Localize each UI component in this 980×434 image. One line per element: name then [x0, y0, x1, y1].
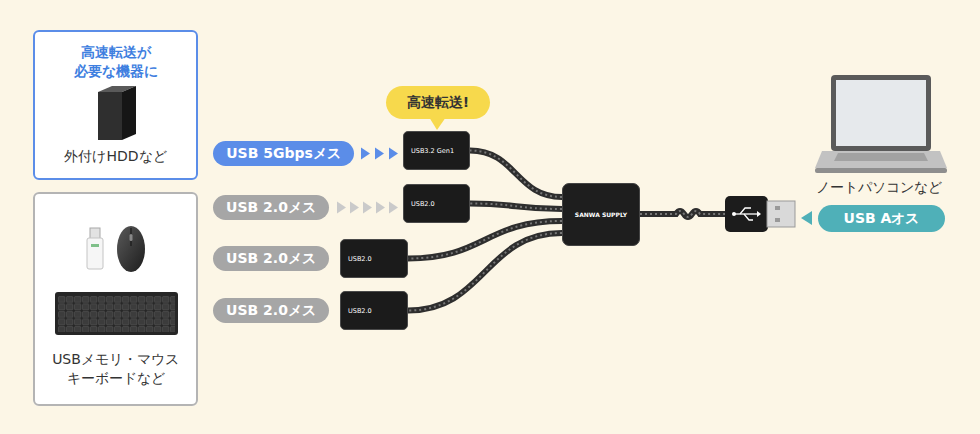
mouse-split — [131, 228, 132, 246]
node-text: USB 2.0メス — [226, 302, 316, 320]
usb-a-plug — [725, 196, 795, 232]
mouse-icon — [117, 226, 145, 272]
device-label: ノートパソコンなど — [812, 179, 945, 197]
arrow-triangle — [389, 202, 398, 214]
laptop-display — [836, 80, 926, 146]
plug-metal — [767, 201, 795, 227]
connector-head: USB2.0 — [403, 184, 470, 223]
node-text: 高速転送! — [407, 94, 469, 112]
connector-head: USB3.2 Gen1 — [403, 131, 470, 170]
laptop-base — [815, 151, 947, 168]
cable — [408, 233, 562, 311]
laptop-lip — [815, 168, 947, 173]
hub-body: SANWA SUPPLY — [562, 183, 640, 246]
cable-braid — [408, 221, 562, 259]
flow-arrows — [337, 202, 398, 214]
plug-body — [725, 196, 768, 232]
arrow-triangle — [337, 202, 346, 214]
cable — [470, 204, 562, 210]
node-text: SANWA SUPPLY — [575, 211, 627, 218]
usb-symbol-line — [735, 213, 757, 214]
arrow-triangle — [363, 202, 372, 214]
laptop-screen-frame — [831, 75, 931, 151]
plug-hole — [775, 218, 780, 222]
box-fill — [33, 30, 198, 180]
device-group-box: 高速転送が 必要な機器に外付けHDDなど — [33, 30, 198, 180]
hdd-side — [122, 86, 136, 140]
pointer-arrow — [801, 211, 812, 225]
cable-braid — [408, 233, 562, 311]
usb-symbol-branch — [744, 214, 753, 220]
usb-symbol-head — [757, 211, 761, 217]
keyboard-keys — [58, 296, 175, 332]
cable-wire — [470, 151, 562, 198]
port-pill: USB 2.0メス — [213, 246, 329, 271]
node-text: USB 5Gbpsメス — [226, 145, 341, 163]
group-caption: USBメモリ・マウス キーボードなど — [41, 350, 191, 388]
mouse-wheel — [130, 234, 133, 241]
device-group-box: USBメモリ・マウス キーボードなど — [33, 192, 198, 406]
port-pill: USB 2.0メス — [213, 195, 329, 220]
mouse-body — [117, 226, 145, 272]
node-text: USB2.0 — [348, 307, 372, 315]
cable — [640, 211, 726, 217]
keyboard-body — [55, 292, 178, 335]
cable-braid — [640, 211, 726, 217]
node-text: USB 2.0メス — [226, 250, 316, 268]
cable — [408, 221, 562, 259]
node-text: USB3.2 Gen1 — [411, 147, 454, 155]
box-fill — [33, 192, 198, 406]
usb-memory-icon — [87, 228, 103, 269]
laptop-keyboard — [834, 153, 928, 161]
usb-symbol — [735, 208, 757, 220]
cable-braid — [470, 151, 562, 198]
node-text: USB Aオス — [844, 210, 920, 228]
usb-stripe — [91, 244, 99, 247]
usb-symbol-dot — [732, 212, 736, 216]
plug-pill: USB Aオス — [818, 205, 945, 232]
arrow-triangle — [375, 148, 384, 160]
arrow-triangle — [376, 202, 385, 214]
keyboard-icon — [55, 292, 178, 335]
hdd-icon — [98, 86, 136, 140]
cable-wire — [470, 204, 562, 210]
port-pill: USB 5Gbpsメス — [213, 141, 354, 166]
flow-arrows — [361, 148, 398, 160]
arrow-triangle — [389, 148, 398, 160]
hub-cable — [640, 211, 726, 217]
cable-braid — [470, 204, 562, 210]
node-text: USB2.0 — [411, 200, 435, 208]
group-caption: 外付けHDDなど — [41, 147, 191, 166]
connector-head: USB2.0 — [340, 239, 408, 278]
connector-head: USB2.0 — [340, 291, 408, 330]
usb-symbol-branch — [740, 208, 751, 214]
hdd-front — [98, 92, 122, 140]
cable-wire — [408, 233, 562, 311]
cable — [470, 151, 562, 198]
arrow-triangle — [361, 148, 370, 160]
arrow-triangle — [350, 202, 359, 214]
cable-wire — [408, 221, 562, 259]
laptop-icon — [815, 75, 947, 173]
callout-bubble: 高速転送! — [386, 86, 490, 119]
node-text: USB2.0 — [348, 255, 372, 263]
port-pill: USB 2.0メス — [213, 298, 329, 323]
usb-body — [87, 238, 103, 269]
plug-hole — [775, 206, 780, 210]
group-heading: 高速転送が 必要な機器に — [56, 43, 176, 81]
node-text: USB 2.0メス — [226, 199, 316, 217]
